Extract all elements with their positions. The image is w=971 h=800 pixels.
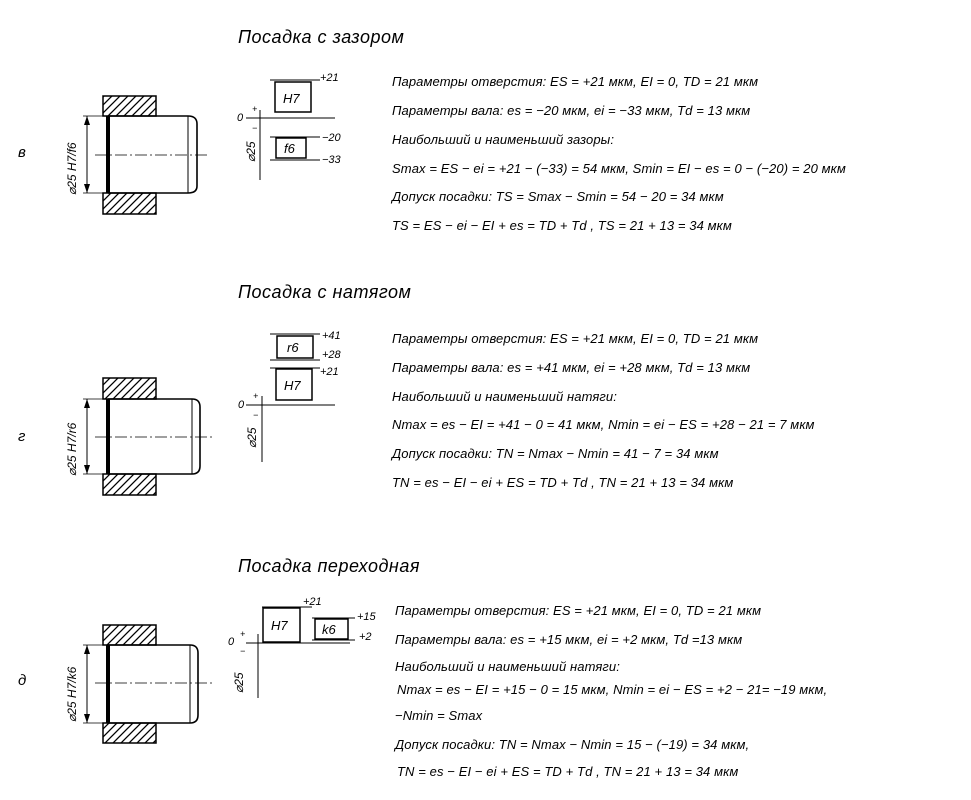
minus-sign: − <box>252 123 257 133</box>
plus-sign: + <box>252 104 257 114</box>
minus-sign: − <box>240 646 245 656</box>
bushing-bottom-section <box>102 192 157 215</box>
diameter-label: ⌀25 <box>232 672 246 693</box>
plus-sign: + <box>240 629 245 639</box>
shaft-zone-label: f6 <box>284 141 296 156</box>
formula-line: Nmax = es − EI = +41 − 0 = 41 мкм, Nmin … <box>392 417 815 432</box>
hole-zone-label: H7 <box>271 618 288 633</box>
shaft-upper-deviation: −20 <box>322 132 342 144</box>
fit-label: ⌀25 H7/f6 <box>65 142 79 195</box>
hole-zone-box <box>262 607 301 643</box>
bushing-bottom-section <box>102 722 157 744</box>
shaft-upper-deviation: +41 <box>322 330 341 342</box>
hole-zone-label: H7 <box>284 378 301 393</box>
plus-sign: + <box>253 391 258 401</box>
shaft-zone-box <box>314 618 349 640</box>
section-letter-clearance: в <box>18 144 26 161</box>
hole-zone-box <box>274 81 312 113</box>
formula-line: Допуск посадки: TN = Nmax − Nmin = 41 − … <box>392 446 719 461</box>
bushing-top-section <box>102 624 157 646</box>
formula-line: Допуск посадки: TS = Smax − Smin = 54 − … <box>392 189 724 204</box>
shaft-lower-deviation: −33 <box>322 154 342 166</box>
zero-label: 0 <box>237 112 244 124</box>
minus-sign: − <box>253 410 258 420</box>
formula-line: −Nmin = Smax <box>395 708 483 723</box>
bushing-top-section <box>102 95 157 117</box>
formula-line: TS = ES − ei − EI + es = TD + Td , TS = … <box>392 218 732 233</box>
diameter-label: ⌀25 <box>245 427 259 448</box>
formula-line: Допуск посадки: TN = Nmax − Nmin = 15 − … <box>395 737 750 752</box>
zero-label: 0 <box>228 636 235 648</box>
diameter-label: ⌀25 <box>244 141 258 162</box>
shaft-zone-box <box>276 335 314 359</box>
fit-label: ⌀25 H7/r6 <box>65 422 79 476</box>
hole-zone-box <box>275 368 313 401</box>
hole-upper-deviation: +21 <box>303 596 322 608</box>
formula-line: Параметры отверстия: ES = +21 мкм, EI = … <box>392 74 759 89</box>
hole-upper-deviation: +21 <box>320 366 339 378</box>
fit-label: ⌀25 H7/k6 <box>65 666 79 722</box>
section-title-transition: Посадка переходная <box>238 556 420 576</box>
formula-line: Smax = ES − ei = +21 − (−33) = 54 мкм, S… <box>392 161 846 176</box>
formula-line: Наибольший и наименьший зазоры: <box>392 132 615 147</box>
shaft-outline <box>108 398 201 475</box>
hole-zone-label: H7 <box>283 91 300 106</box>
shaft-upper-deviation: +15 <box>357 611 377 623</box>
fit-drawing-clearance: ⌀25 H7/f6 0 + − ⌀25 H7 +21 f6 −20 −33 <box>65 72 342 215</box>
shaft-lower-deviation: +2 <box>359 631 372 643</box>
formula-line: Параметры отверстия: ES = +21 мкм, EI = … <box>392 331 759 346</box>
formula-line: Параметры вала: es = +41 мкм, ei = +28 м… <box>392 360 751 375</box>
hole-upper-deviation: +21 <box>320 72 339 84</box>
shaft-outline <box>108 644 199 724</box>
formula-line: Наибольший и наименьший натяги: <box>392 389 617 404</box>
formula-line: Наибольший и наименьший натяги: <box>395 659 620 674</box>
shaft-zone-box <box>275 137 307 159</box>
formula-line: Параметры вала: es = +15 мкм, ei = +2 мк… <box>395 632 743 647</box>
shaft-lower-deviation: +28 <box>322 349 342 361</box>
section-letter-transition: д <box>18 672 27 689</box>
formula-line: Nmax = es − EI = +15 − 0 = 15 мкм, Nmin … <box>397 682 828 697</box>
formula-line: Параметры отверстия: ES = +21 мкм, EI = … <box>395 603 762 618</box>
section-letter-interference: г <box>18 428 26 445</box>
shaft-outline <box>108 115 198 194</box>
formula-line: TN = es − EI − ei + ES = TD + Td , TN = … <box>392 475 734 490</box>
fit-drawing-transition: ⌀25 H7/k6 0 + − ⌀25 H7 +21 k6 +15 +2 <box>65 596 377 744</box>
shaft-zone-label: k6 <box>322 622 337 637</box>
formula-line: Параметры вала: es = −20 мкм, ei = −33 м… <box>392 103 751 118</box>
bushing-bottom-section <box>102 473 157 496</box>
section-title-clearance: Посадка с зазором <box>238 27 405 47</box>
fit-drawing-interference: ⌀25 H7/r6 0 + − ⌀25 r6 +41 +28 H7 +21 <box>65 330 342 496</box>
section-title-interference: Посадка с натягом <box>238 282 412 302</box>
bushing-top-section <box>102 377 157 400</box>
shaft-zone-label: r6 <box>287 340 299 355</box>
formula-line: TN = es − EI − ei + ES = TD + Td , TN = … <box>397 764 739 779</box>
zero-label: 0 <box>238 399 245 411</box>
